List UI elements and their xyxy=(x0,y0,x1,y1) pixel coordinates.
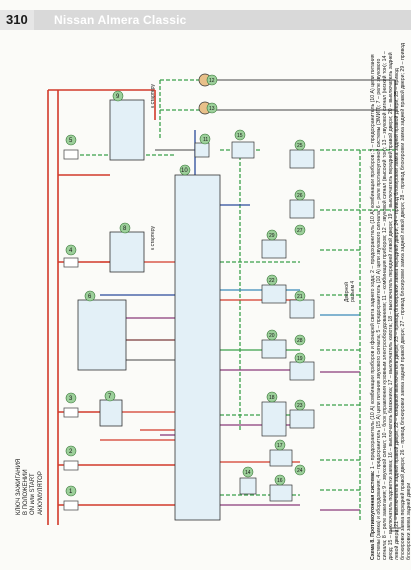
svg-text:11: 11 xyxy=(203,137,208,143)
page-header-bar xyxy=(0,10,411,30)
relay-6 xyxy=(77,299,127,371)
battery-label: АККУМУЛЯТОР xyxy=(38,471,44,515)
relay-8 xyxy=(109,231,145,273)
svg-text:16: 16 xyxy=(277,478,283,484)
svg-text:27: 27 xyxy=(297,228,303,234)
door-connector-label-2: разъем 4 xyxy=(350,280,356,302)
svg-text:24: 24 xyxy=(297,468,303,474)
svg-text:17: 17 xyxy=(277,443,283,449)
svg-text:8: 8 xyxy=(123,226,127,232)
svg-text:26: 26 xyxy=(297,193,303,199)
svg-text:13: 13 xyxy=(209,106,215,112)
to-starter-label-2: к стартеру xyxy=(150,225,156,250)
to-starter-label: к стартеру xyxy=(150,83,156,108)
svg-text:14: 14 xyxy=(245,470,251,476)
svg-text:1: 1 xyxy=(69,489,73,495)
svg-text:28: 28 xyxy=(297,338,303,344)
svg-text:6: 6 xyxy=(88,294,92,300)
svg-text:3: 3 xyxy=(69,396,73,402)
svg-text:19: 19 xyxy=(297,356,303,362)
svg-text:23: 23 xyxy=(297,403,303,409)
door-actuators xyxy=(231,141,315,502)
body-control-module xyxy=(174,174,221,521)
svg-text:18: 18 xyxy=(269,395,275,401)
svg-text:29: 29 xyxy=(269,233,275,239)
svg-text:22: 22 xyxy=(269,278,275,284)
svg-text:20: 20 xyxy=(269,333,275,339)
svg-text:12: 12 xyxy=(209,78,215,84)
svg-text:15: 15 xyxy=(237,133,243,139)
page-number: 310 xyxy=(0,10,34,30)
ground-symbol xyxy=(389,520,401,532)
caption-text: 1 – предохранитель (10 А) комбинации при… xyxy=(370,42,411,560)
horns: 12 13 xyxy=(198,73,218,115)
component-numbers: 15 25 26 29 22 21 20 19 18 23 17 16 14 2… xyxy=(234,129,306,486)
ignition-key-label: КЛЮЧ ЗАЖИГАНИЯ xyxy=(16,458,22,515)
book-title: Nissan Almera Classic xyxy=(54,13,187,27)
svg-text:21: 21 xyxy=(297,294,303,300)
svg-text:4: 4 xyxy=(69,248,73,254)
relay-9 xyxy=(109,99,145,161)
figure-caption: Схема 8. Противоугонная система: 1 – пре… xyxy=(370,40,411,560)
svg-text:25: 25 xyxy=(297,143,303,149)
instrument-cluster xyxy=(194,142,210,158)
ignition-on-label: В ПОЛОЖЕНИИ xyxy=(23,469,29,515)
fuses xyxy=(63,149,79,511)
fuse-numbers: 5 4 3 2 1 xyxy=(65,134,77,497)
relay-7 xyxy=(99,399,123,427)
svg-text:10: 10 xyxy=(181,168,188,174)
svg-text:2: 2 xyxy=(69,449,73,455)
ignition-on-label-2: ON или START xyxy=(30,473,36,515)
svg-text:9: 9 xyxy=(116,94,120,100)
svg-text:5: 5 xyxy=(69,138,73,144)
svg-text:7: 7 xyxy=(108,394,112,400)
